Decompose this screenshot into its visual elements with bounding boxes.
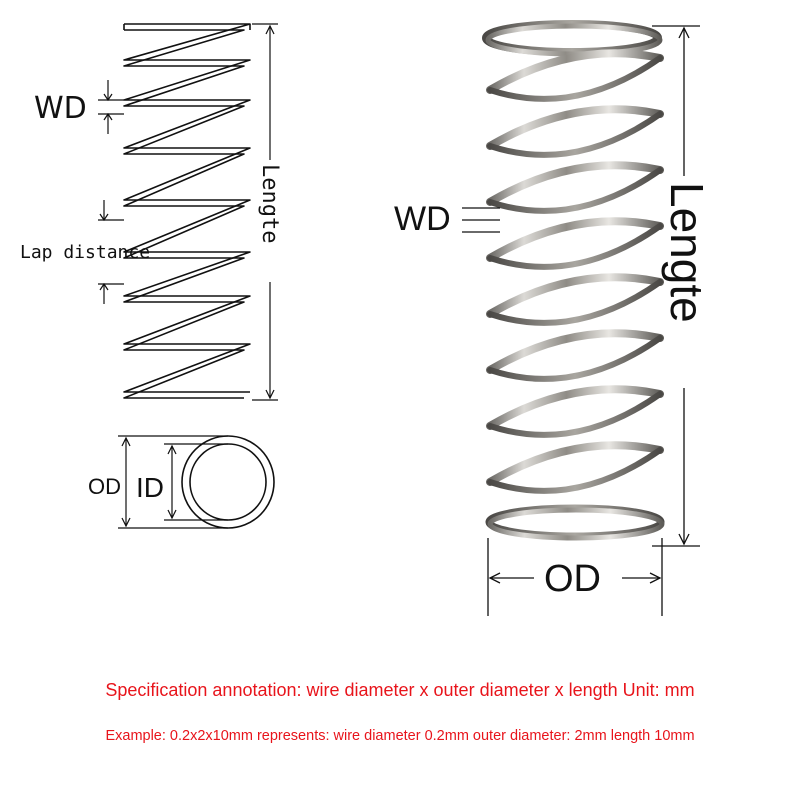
spring-outline-left: [123, 23, 251, 399]
od-dimension-left: [118, 435, 228, 529]
wire-diameter-label-right: WD: [394, 200, 451, 238]
lap-distance-dimension: [98, 200, 124, 304]
length-label-right: Lengte: [661, 182, 713, 323]
specification-example: Example: 0.2x2x10mm represents: wire dia…: [105, 728, 695, 744]
outer-diameter-label-left: OD: [88, 474, 121, 499]
specification-annotation: Specification annotation: wire diameter …: [105, 680, 695, 700]
spring-coils: [482, 20, 665, 541]
length-dimension-left: [252, 23, 278, 401]
length-dimension-right: [652, 25, 700, 547]
id-dimension-left: [164, 443, 228, 521]
wd-dimension-right: [462, 207, 500, 233]
wd-dimension-left: [98, 80, 124, 134]
outer-diameter-label-right: OD: [544, 558, 601, 600]
od-dimension-right: [487, 538, 663, 616]
lap-distance-label: Lap distance: [20, 242, 151, 263]
length-label-left: Lengte: [257, 164, 282, 244]
wire-diameter-label-left: WD: [34, 91, 87, 126]
inner-diameter-label: ID: [136, 472, 164, 503]
